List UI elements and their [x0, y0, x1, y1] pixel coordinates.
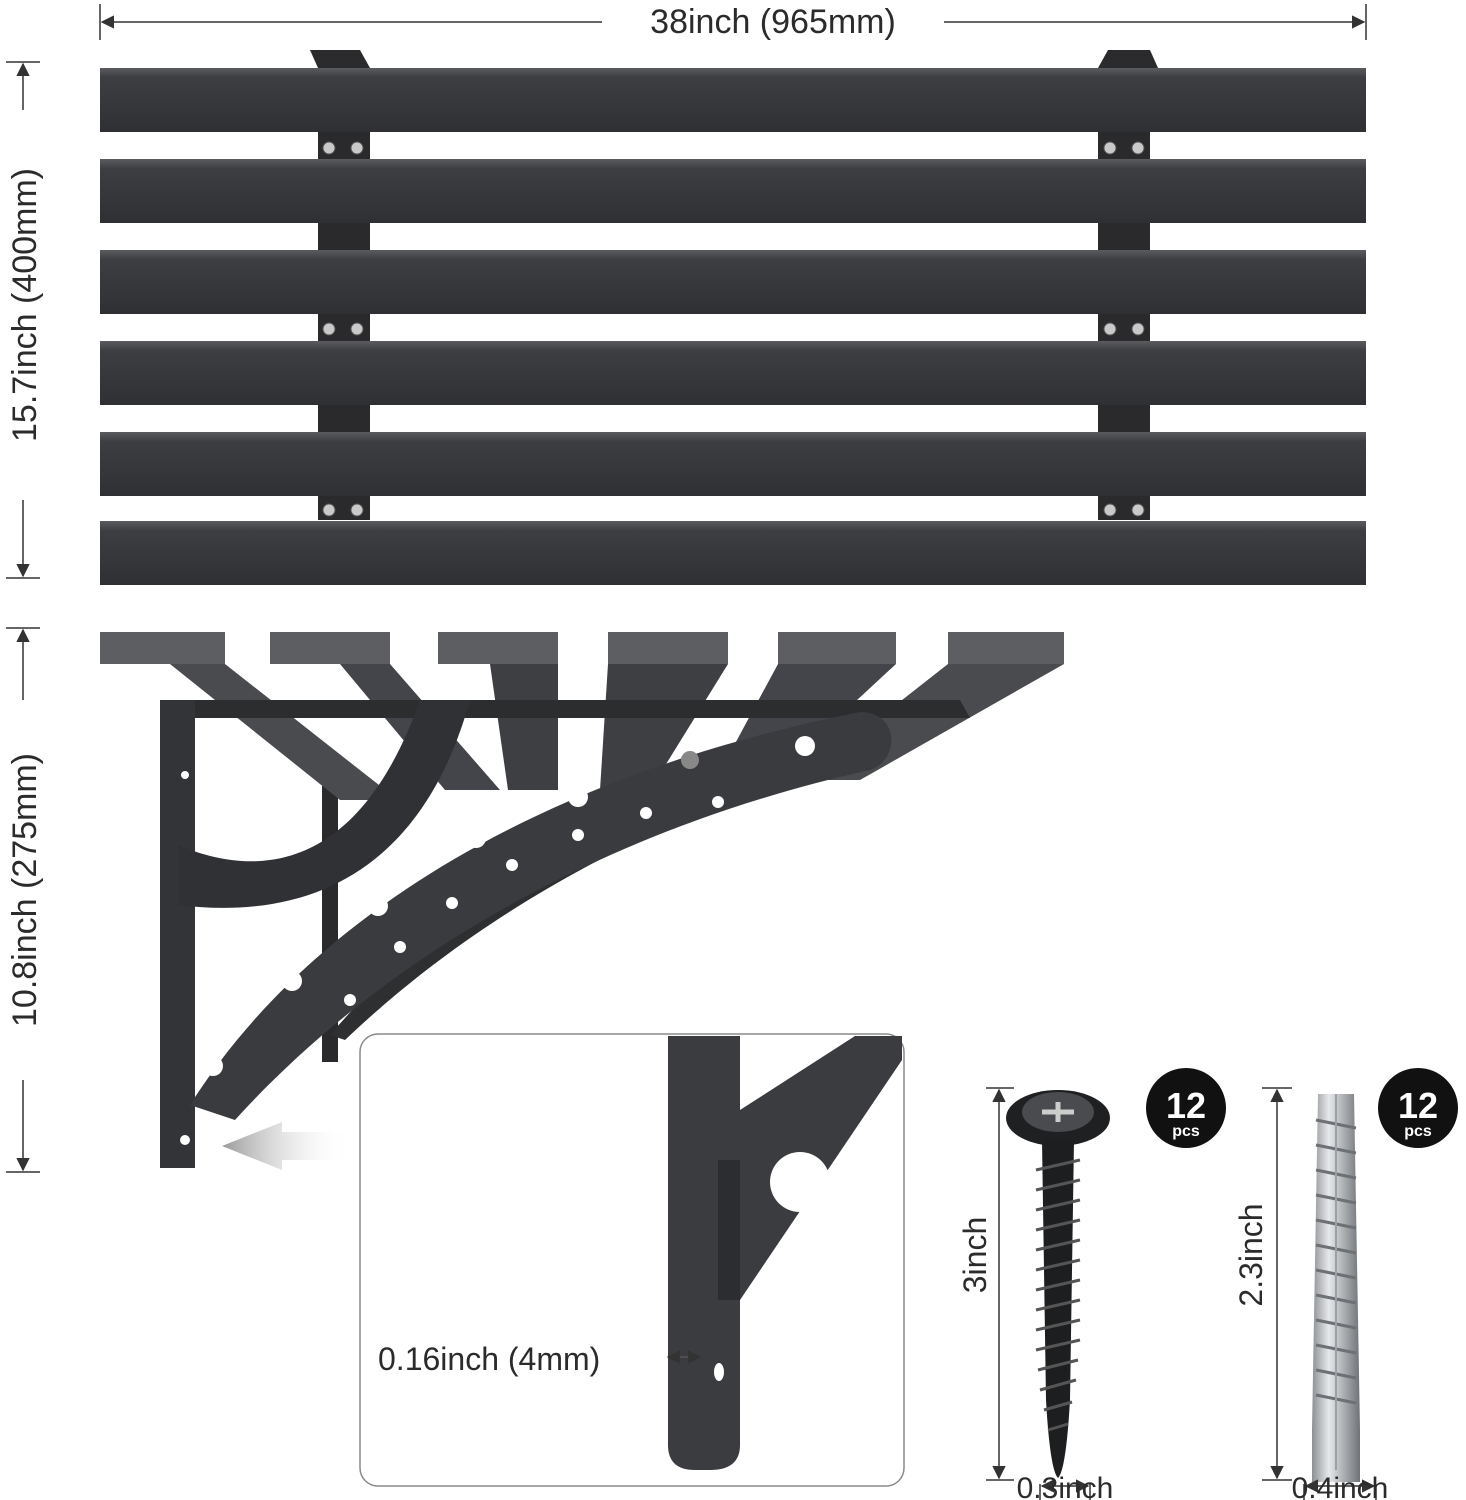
screw-length-label: 3inch [957, 1217, 993, 1294]
svg-text:12: 12 [1166, 1085, 1206, 1126]
bracket-height-label: 10.8inch (275mm) [6, 753, 44, 1027]
width-dimension: 38inch (965mm) [99, 3, 1367, 41]
anchor-count-badge: 12 pcs [1378, 1068, 1458, 1148]
rail-screws [322, 141, 1145, 517]
detail-inset: 0.16inch (4mm) [359, 1033, 905, 1487]
screw-diameter-label: 0.3inch [1017, 1472, 1114, 1500]
screw-hardware: 3inch 0.3inch 12 pcs [957, 1068, 1226, 1500]
depth-dimension: 15.7inch (400mm) [6, 61, 44, 579]
shelf-width-label: 38inch (965mm) [650, 3, 896, 41]
shelf-top-view [100, 50, 1366, 585]
svg-text:pcs: pcs [1404, 1123, 1432, 1140]
left-wall-clip [310, 50, 370, 68]
callout-arrow [222, 1122, 350, 1170]
shelf-slat [100, 432, 1366, 496]
right-wall-clip [1098, 50, 1158, 68]
shelf-slat [100, 68, 1366, 132]
plate-thickness-label: 0.16inch (4mm) [378, 1341, 600, 1377]
shelf-slat [100, 341, 1366, 405]
svg-text:pcs: pcs [1172, 1123, 1200, 1140]
shelf-depth-label: 15.7inch (400mm) [6, 168, 44, 442]
shelf-slat [100, 159, 1366, 223]
screw-count-badge: 12 pcs [1146, 1068, 1226, 1148]
anchor-diameter-label: 0.4inch [1292, 1472, 1389, 1500]
anchor-length-label: 2.3inch [1233, 1203, 1269, 1306]
svg-text:12: 12 [1398, 1085, 1438, 1126]
bracket-side-view [100, 632, 1064, 1168]
shelf-slat [100, 521, 1366, 585]
bracket-height-dimension: 10.8inch (275mm) [6, 627, 44, 1173]
shelf-slat [100, 250, 1366, 314]
wall-anchor-hardware: 2.3inch 0.4inch 12 pcs [1233, 1068, 1458, 1500]
